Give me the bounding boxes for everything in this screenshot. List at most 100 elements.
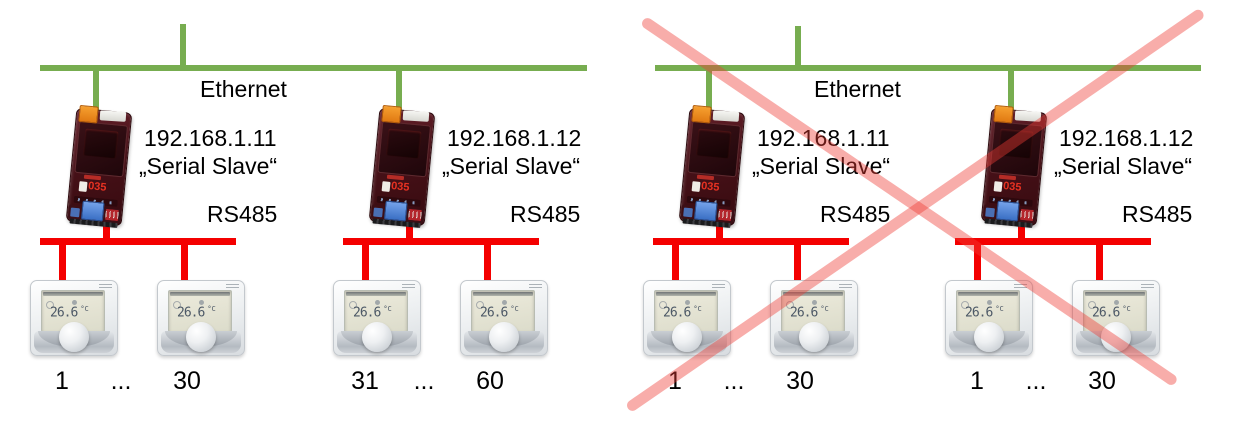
thermostat: 26.6°C [460, 280, 548, 356]
converter-segment: 035 192.168.1.11 „Serial Slave“ RS485 26… [643, 67, 898, 412]
sun-icon [72, 300, 77, 305]
clock-icon [173, 301, 181, 309]
sun-icon [199, 300, 204, 305]
rs485-bus-line [955, 238, 1151, 245]
rs485-drop-line [794, 243, 801, 283]
top-label [402, 110, 430, 122]
lcd-shadow-bar [473, 292, 533, 296]
thermostat-base [464, 322, 544, 353]
address-first: 1 [55, 367, 69, 395]
ethernet-bus-line [655, 65, 1201, 71]
thermostat: 26.6°C [30, 280, 118, 356]
thermostat-base [949, 322, 1029, 353]
rs485-device-drop [103, 217, 110, 241]
temperature-value: 26.6 [480, 305, 508, 321]
thermostat-brand-mark [99, 284, 112, 290]
temperature-value: 26.6 [1092, 305, 1120, 321]
thermostat-brand-mark [839, 284, 852, 290]
address-last: 30 [1088, 367, 1116, 395]
address-first: 31 [351, 367, 379, 395]
lcd-shadow-bar [656, 292, 716, 296]
rs485-drop-line [1096, 243, 1103, 283]
thermostat-base [774, 322, 854, 353]
address-ellipsis: ... [1025, 367, 1047, 395]
rs485-device-drop [1018, 217, 1025, 241]
thermostat-base [34, 322, 114, 353]
address-last: 30 [173, 367, 201, 395]
rs485-bus-line [343, 238, 539, 245]
thermostat-lcd: 26.6°C [654, 290, 718, 332]
ethernet-rs485-converter: 035 [368, 104, 436, 229]
rs485-label: RS485 [510, 201, 581, 227]
thermostat-knob [489, 322, 519, 352]
ethernet-stub-line [180, 24, 186, 68]
address-ellipsis: ... [413, 367, 435, 395]
ethernet-drop-line [706, 68, 712, 114]
thermostat-brand-mark [226, 284, 239, 290]
model-label: 035 [993, 179, 1022, 195]
dip-switch [1019, 208, 1034, 222]
top-label [712, 110, 740, 122]
lcd-shadow-bar [346, 292, 406, 296]
thermostat-knob [799, 322, 829, 352]
converter-mode-label: „Serial Slave“ [139, 153, 278, 179]
temperature-value: 26.6 [790, 305, 818, 321]
rs485-drop-line [974, 243, 981, 283]
thermostat-base [161, 322, 241, 353]
converter-ip-label: 192.168.1.12 [447, 125, 582, 151]
thermostat-knob [974, 322, 1004, 352]
thermostat-knob [362, 322, 392, 352]
temperature-unit: °C [820, 305, 829, 313]
model-label: 035 [78, 179, 107, 195]
temperature-unit: °C [207, 305, 216, 313]
power-connector [381, 104, 402, 124]
rs485-drop-line [484, 243, 491, 283]
thermostat-brand-mark [1014, 284, 1027, 290]
clock-icon [961, 301, 969, 309]
ethernet-label: Ethernet [200, 76, 287, 102]
sun-icon [502, 300, 507, 305]
model-label: 035 [381, 179, 410, 195]
lcd-shadow-bar [1085, 292, 1145, 296]
converter-screen [696, 128, 732, 159]
address-first: 1 [970, 367, 984, 395]
sun-icon [1114, 300, 1119, 305]
terminal-bit [683, 207, 693, 218]
ethernet-bus-line [40, 65, 587, 71]
sun-icon [375, 300, 380, 305]
converter-segment: 035 192.168.1.11 „Serial Slave“ RS485 26… [30, 67, 285, 412]
converter-segment: 035 192.168.1.12 „Serial Slave“ RS485 26… [945, 67, 1200, 412]
lcd-shadow-bar [43, 292, 103, 296]
ethernet-drop-line [1008, 68, 1014, 114]
model-number: 035 [700, 180, 720, 194]
rs485-drop-line [181, 243, 188, 283]
thermostat: 26.6°C [157, 280, 245, 356]
model-number: 035 [87, 180, 107, 194]
converter-mode-label: „Serial Slave“ [1054, 153, 1193, 179]
clock-icon [476, 301, 484, 309]
address-ellipsis: ... [723, 367, 745, 395]
rs485-drop-line [362, 243, 369, 283]
temperature-value: 26.6 [965, 305, 993, 321]
power-connector [993, 104, 1014, 124]
converter-display-window [377, 120, 432, 178]
terminal-bit [70, 207, 80, 218]
rs485-label: RS485 [820, 201, 891, 227]
rs485-terminal [383, 200, 408, 222]
thermostat: 26.6°C [770, 280, 858, 356]
address-last: 30 [786, 367, 814, 395]
temperature-unit: °C [510, 305, 519, 313]
temperature-unit: °C [383, 305, 392, 313]
ethernet-stub-line [795, 26, 801, 68]
address-ellipsis: ... [110, 367, 132, 395]
dip-switch [407, 208, 422, 222]
model-letter-box [78, 180, 88, 192]
converter-segment: 035 192.168.1.12 „Serial Slave“ RS485 26… [333, 67, 588, 412]
temperature-value: 26.6 [177, 305, 205, 321]
sun-icon [812, 300, 817, 305]
rs485-terminal [80, 200, 105, 222]
temperature-unit: °C [995, 305, 1004, 313]
clock-icon [46, 301, 54, 309]
model-letter-box [381, 180, 391, 192]
converter-mode-label: „Serial Slave“ [752, 153, 891, 179]
